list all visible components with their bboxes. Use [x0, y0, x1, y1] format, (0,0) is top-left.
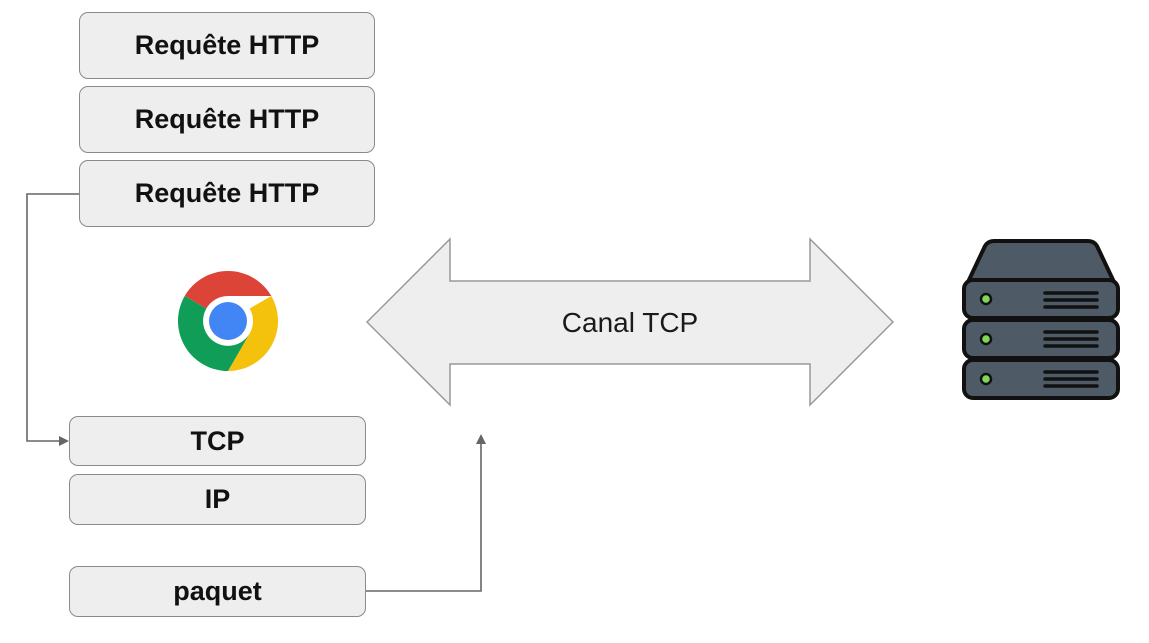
- ip-layer-label: IP: [204, 484, 231, 514]
- ip-layer-box: IP: [69, 474, 366, 525]
- packet-label: paquet: [173, 576, 262, 606]
- tcp-channel-double-arrow: [365, 237, 895, 407]
- packet-box: paquet: [69, 566, 366, 617]
- http-request-label-2: Requête HTTP: [134, 104, 320, 134]
- http-request-box-2: Requête HTTP: [79, 86, 375, 153]
- tcp-layer-label: TCP: [190, 425, 245, 456]
- request-to-tcp-connector: [26, 193, 79, 446]
- http-request-label-3: Requête HTTP: [134, 178, 320, 208]
- http-request-label-1: Requête HTTP: [134, 30, 320, 60]
- tcp-channel-label: Canal TCP: [561, 307, 699, 338]
- packet-to-channel-connector: [366, 434, 486, 592]
- tcp-layer-box: TCP: [69, 416, 366, 466]
- http-request-box-1: Requête HTTP: [79, 12, 375, 79]
- http-request-box-3: Requête HTTP: [79, 160, 375, 227]
